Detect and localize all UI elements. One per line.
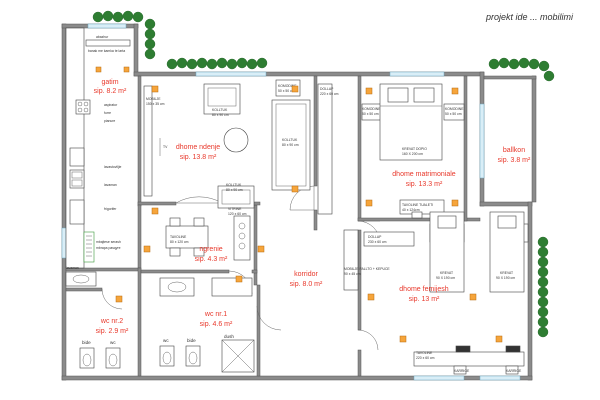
label-dollap-femijesh: DOLLAP xyxy=(368,235,382,239)
label-karrige-1: KARRIGE xyxy=(454,369,470,373)
children-room: DOLLAP 230 x 60 cm KOMODINE 50 x 50 cm K… xyxy=(363,211,529,375)
wc-1: wc bide dush xyxy=(159,275,255,373)
room-area-dhome-femijesh: sip. 13 m² xyxy=(409,296,440,303)
room-area-wc2: sip. 2.9 m² xyxy=(96,328,129,335)
master-bedroom: DOLLAP 220 x 60 cm KOMODINE 50 x 50 cm K… xyxy=(317,83,465,219)
label-krevat-1-dim: 90 X 190 cm xyxy=(436,276,455,280)
room-name-dhome-ndenje: dhome ndenje xyxy=(176,144,220,151)
room-area-wc1: sip. 4.6 m² xyxy=(200,321,233,328)
label-krevat-1: KREVAT xyxy=(440,271,453,275)
room-name-wc2: wc nr.2 xyxy=(100,318,123,325)
room-name-wc1: wc nr.1 xyxy=(204,311,227,318)
hedge-plants xyxy=(92,10,555,338)
label-tavoline-femijesh: TAVOLINE xyxy=(416,351,433,355)
label-lavaman-wc2: lavaman xyxy=(66,266,79,270)
windows xyxy=(61,23,521,381)
room-name-gatim: gatim xyxy=(101,79,118,86)
label-kolltuk-2: KOLLTUK xyxy=(282,138,298,142)
label-mbajtese: mbajtese serash xyxy=(96,240,121,244)
label-tv: TV xyxy=(163,145,168,149)
room-area-dhome-matrimoniale: sip. 13.3 m² xyxy=(406,181,443,188)
label-komodine-master-2: KOMODINE xyxy=(445,107,464,111)
room-name-dhome-femijesh: dhome femijesh xyxy=(399,286,449,293)
label-banak: banak me kamka te larta xyxy=(88,49,125,53)
label-kolltuk-2-dim: 80 x 90 cm xyxy=(282,143,299,147)
label-kolltuk-1-dim: 80 x 90 cm xyxy=(212,113,229,117)
label-abazhur: abazhur xyxy=(96,35,109,39)
label-karrige-2: KARRIGE xyxy=(506,369,522,373)
label-frigorifer: frigorifer xyxy=(104,207,117,211)
label-komodine-master-1: KOMODINE xyxy=(362,107,381,111)
label-komodine-living-dim: 50 x 50 cm xyxy=(278,89,295,93)
label-dollap-master: DOLLAP xyxy=(320,87,334,91)
label-krevat-dopio: KREVAT DOPIO xyxy=(402,147,427,151)
label-dollap-femijesh-dim: 230 x 60 cm xyxy=(368,240,387,244)
living-room: MOBILJE 150 x 35 cm TV KOLLTUK 80 x 90 c… xyxy=(143,79,311,215)
label-vitrine-dim: 120 x 60 cm xyxy=(228,212,247,216)
label-mbrapa: mbrapa pasqyre xyxy=(96,246,121,250)
exterior-walls xyxy=(61,23,537,381)
label-komodine-living: KOMODINE xyxy=(278,84,297,88)
label-kolltuk-1: KOLLTUK xyxy=(212,108,228,112)
label-tavoline-femijesh-dim: 220 x 60 cm xyxy=(416,356,435,360)
label-krevat-2: KREVAT xyxy=(500,271,513,275)
label-pianure: pianure xyxy=(104,119,115,123)
label-tavoline-tualeti-dim: 40 x 124cm xyxy=(402,208,420,212)
label-tavoline-ngrenie: TAVOLINE xyxy=(170,235,187,239)
label-mobilje-tv-dim: 150 x 35 cm xyxy=(146,102,165,106)
label-dush: dush xyxy=(224,334,234,339)
room-area-ballkon: sip. 3.8 m² xyxy=(498,157,531,164)
label-vitrine: VITRINE xyxy=(228,207,242,211)
label-mobilje-pallto: MOBILJE PALLTO + KEPUCE xyxy=(344,267,390,271)
room-area-ngrenie: sip. 4.3 m² xyxy=(195,256,228,263)
label-tavoline-tualeti: TAVOLINE TUALETI xyxy=(402,203,433,207)
label-komodine-master-1-dim: 50 x 50 cm xyxy=(362,112,379,116)
label-kolltuk-3: KOLLTUK xyxy=(226,183,242,187)
label-tavoline-ngrenie-dim: 80 x 120 cm xyxy=(170,240,189,244)
label-komodine-master-2-dim: 50 x 50 cm xyxy=(445,112,462,116)
room-area-dhome-ndenje: sip. 13.8 m² xyxy=(180,154,217,161)
label-aspirator: aspirator xyxy=(104,103,118,107)
label-lavaman-kitchen: lavaman xyxy=(104,183,117,187)
room-name-ngrenie: ngrenie xyxy=(199,246,222,253)
label-bide-wc1: bide xyxy=(187,338,196,343)
room-name-korridor: korridor xyxy=(294,271,318,278)
label-lavastoviljie: lavastoviljie xyxy=(104,165,121,169)
room-area-gatim: sip. 8.2 m² xyxy=(94,88,127,95)
interior-walls xyxy=(65,75,481,377)
corridor: MOBILJE PALLTO + KEPUCE 90 x 45 cm xyxy=(343,229,390,291)
label-wc-wc1: wc xyxy=(163,338,169,343)
label-mobilje-pallto-dim: 90 x 45 cm xyxy=(344,272,361,276)
label-bide-wc2: bide xyxy=(82,340,91,345)
label-wc-wc2: wc xyxy=(110,340,116,345)
project-title: projekt ide ... mobilimi xyxy=(485,12,574,22)
wc-2: lavaman bide wc xyxy=(65,266,123,369)
room-name-ballkon: ballkon xyxy=(503,147,525,154)
room-area-korridor: sip. 8.0 m² xyxy=(290,281,323,288)
label-kolltuk-3-dim: 80 x 90 cm xyxy=(226,188,243,192)
label-krevat-dopio-dim: 160 X 200 cm xyxy=(402,152,423,156)
label-krevat-2-dim: 90 X 190 cm xyxy=(496,276,515,280)
label-mobilje-tv: MOBILJE xyxy=(146,97,161,101)
kitchen: abazhur banak me kamka te larta aspirato… xyxy=(65,27,131,269)
label-dollap-master-dim: 220 x 60 cm xyxy=(320,92,339,96)
dining-area: TAVOLINE 80 x 120 cm VITRINE 120 x 60 cm xyxy=(143,207,265,261)
label-furre: furre xyxy=(104,111,111,115)
room-name-dhome-matrimoniale: dhome matrimoniale xyxy=(392,171,456,178)
